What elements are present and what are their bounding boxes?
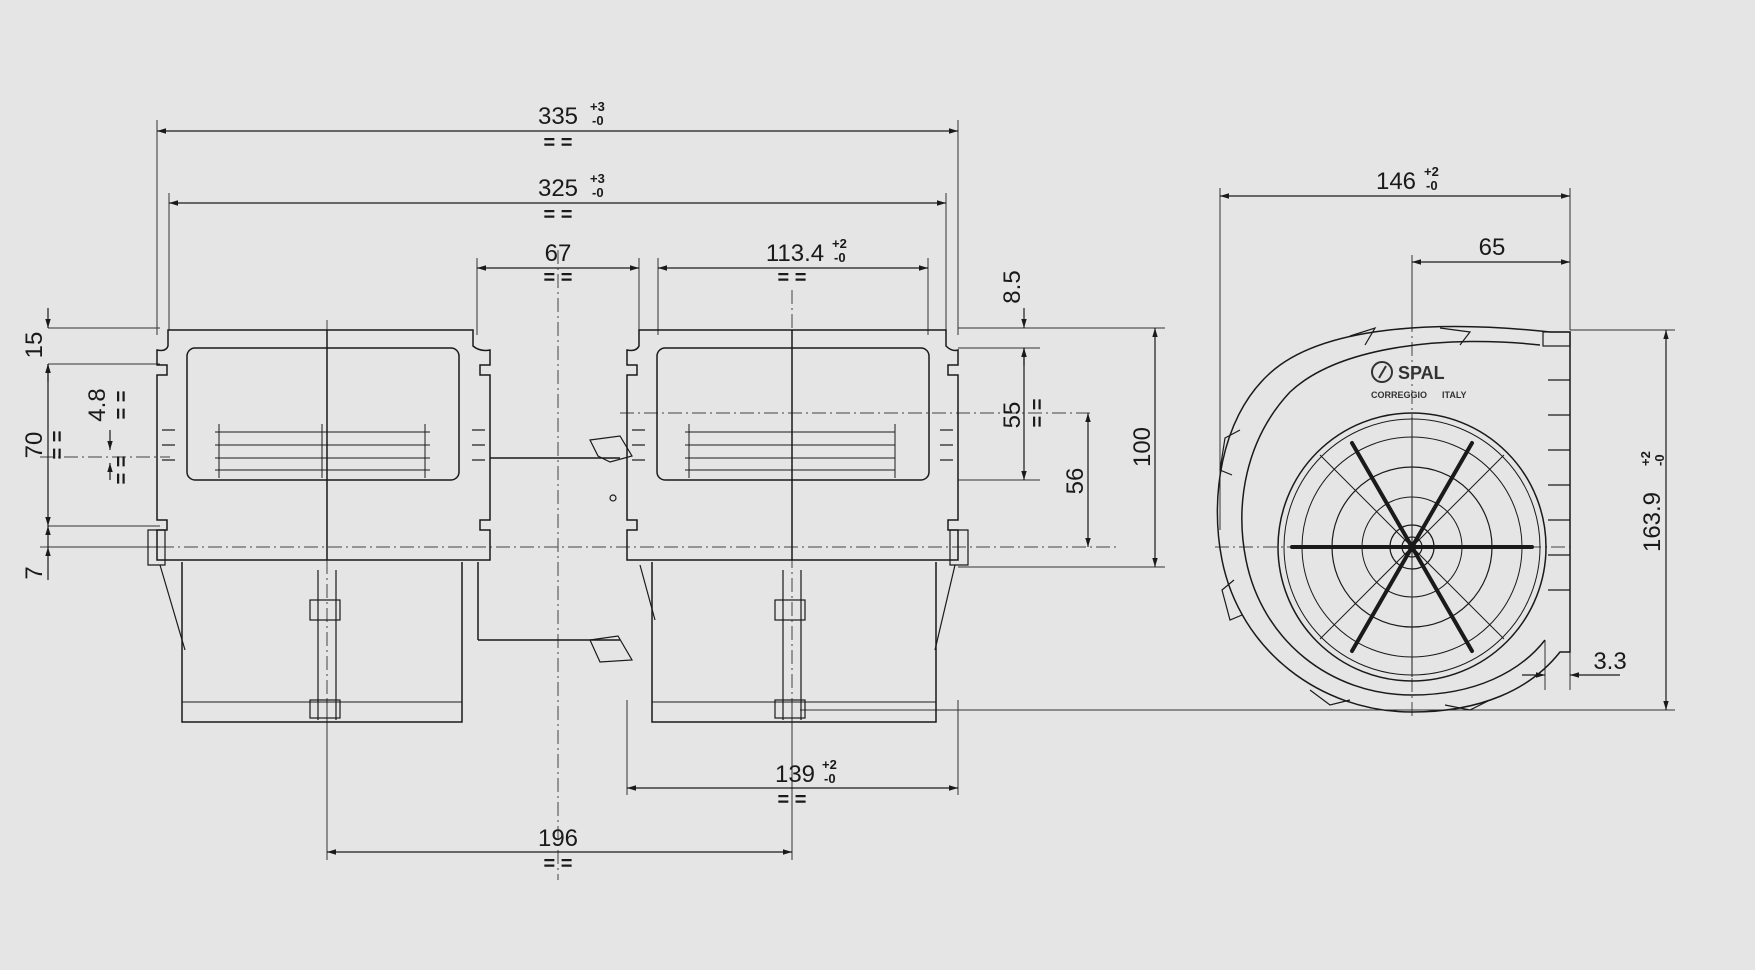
svg-text:196: 196 [538, 825, 578, 852]
equal-symbol: = = [544, 132, 573, 154]
motor-housing [477, 435, 634, 663]
svg-text:-0: -0 [592, 185, 604, 200]
svg-text:-0: -0 [824, 771, 836, 786]
extension-lines [48, 120, 1675, 860]
dimension-139: 139 +2 -0 = = [775, 757, 837, 811]
svg-text:15: 15 [21, 332, 48, 359]
svg-text:146: 146 [1376, 168, 1416, 195]
dimension-146: 146 +2 -0 [1376, 164, 1439, 195]
svg-text:7: 7 [21, 566, 48, 579]
svg-text:4.8: 4.8 [84, 388, 111, 421]
svg-text:325: 325 [538, 175, 578, 202]
svg-text:335: 335 [538, 103, 578, 130]
logo-country: ITALY [1442, 390, 1467, 400]
svg-text:113.4: 113.4 [766, 240, 824, 267]
dimension-8-5: 8.5 [999, 270, 1026, 303]
logo-city: CORREGGIO [1371, 390, 1427, 400]
dimension-56: 56 [1062, 468, 1089, 495]
dimension-325: 325 +3 -0 = = [538, 171, 605, 226]
dimension-55: 55 = = [999, 399, 1049, 429]
svg-text:-0: -0 [1652, 454, 1667, 466]
equal-symbol: = = [778, 789, 807, 811]
dimension-15: 15 [21, 332, 48, 359]
equal-symbol: = = [1027, 399, 1049, 428]
svg-text:+3: +3 [590, 171, 605, 186]
svg-text:163.9: 163.9 [1639, 492, 1666, 552]
dimension-4-8: 4.8 = = = = [84, 388, 133, 484]
equal-symbol: = = [544, 853, 573, 875]
svg-text:67: 67 [545, 240, 572, 267]
svg-text:+2: +2 [832, 236, 847, 251]
svg-text:100: 100 [1129, 427, 1156, 467]
dimension-163-9: 163.9 +2 -0 [1638, 451, 1667, 552]
left-blower-unit [147, 329, 491, 723]
side-view-blower [1216, 325, 1571, 713]
dimension-7: 7 [21, 566, 48, 579]
svg-text:70: 70 [21, 432, 48, 459]
svg-text:+3: +3 [590, 99, 605, 114]
dimension-335: 335 +3 -0 = = [538, 99, 605, 154]
spal-logo: SPAL CORREGGIO ITALY [1371, 361, 1467, 400]
dimension-65: 65 [1479, 234, 1506, 261]
svg-text:65: 65 [1479, 234, 1506, 261]
svg-text:-0: -0 [592, 113, 604, 128]
right-blower-unit [626, 329, 969, 723]
svg-text:8.5: 8.5 [999, 270, 1026, 303]
equal-symbol: = = [544, 267, 573, 289]
svg-text:139: 139 [775, 761, 815, 788]
equal-symbol: = = [111, 456, 133, 485]
equal-symbol: = = [111, 391, 133, 420]
dimension-67: 67 = = [544, 240, 573, 289]
svg-text:+2: +2 [1424, 164, 1439, 179]
svg-text:56: 56 [1062, 468, 1089, 495]
equal-symbol: = = [778, 267, 807, 289]
dimension-100: 100 [1129, 427, 1156, 467]
svg-text:55: 55 [999, 402, 1026, 429]
dimension-113-4: 113.4 +2 -0 = = [766, 236, 847, 289]
dimension-196: 196 = = [538, 825, 578, 875]
dimension-3-3: 3.3 [1593, 648, 1626, 675]
dimension-lines [45, 128, 1669, 855]
svg-text:+2: +2 [822, 757, 837, 772]
svg-text:-0: -0 [834, 250, 846, 265]
svg-text:3.3: 3.3 [1593, 648, 1626, 675]
svg-text:+2: +2 [1638, 451, 1653, 466]
logo-brand: SPAL [1398, 363, 1445, 383]
equal-symbol: = = [47, 431, 69, 460]
spal-logo-icon [1371, 361, 1393, 383]
dimension-70: 70 = = [21, 431, 69, 460]
equal-symbol: = = [544, 204, 573, 226]
svg-text:-0: -0 [1426, 178, 1438, 193]
